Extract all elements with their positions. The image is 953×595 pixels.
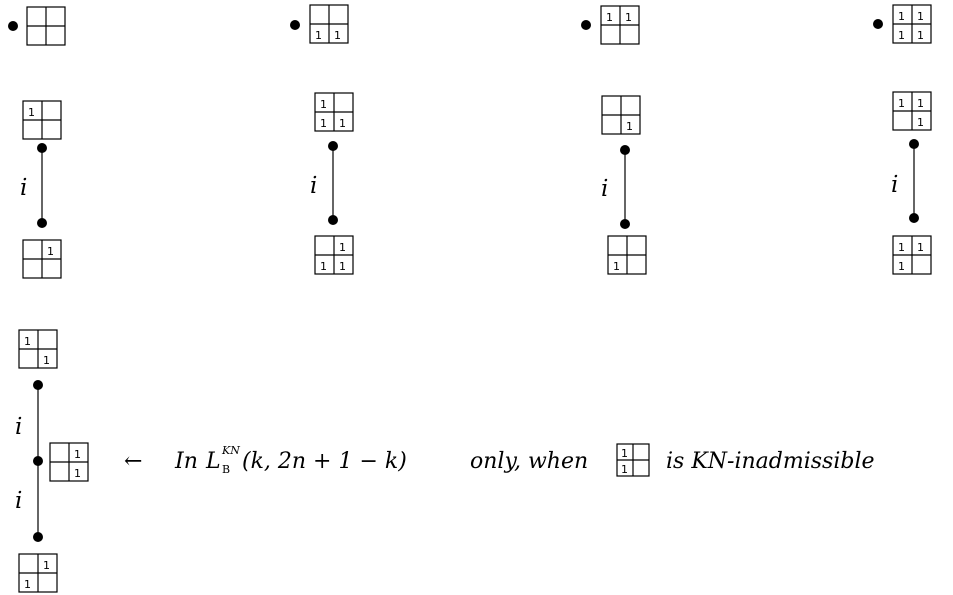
string-4: 1 1 1 i 1 1 1 xyxy=(891,91,932,275)
tableau-inline: 1 1 xyxy=(616,443,650,477)
annotation: ← In L KN B (k, 2n + 1 − k) only, when 1… xyxy=(124,443,875,477)
tableau-bottom-target: 1 xyxy=(607,235,647,275)
edge-label-i: i xyxy=(15,414,22,440)
cell-entry: 1 xyxy=(74,467,81,480)
cell-entry: 1 xyxy=(43,559,50,572)
cell-entry: 1 xyxy=(898,10,905,23)
vertex-dot xyxy=(37,143,47,153)
edge-label-i: i xyxy=(20,175,27,201)
cell-entry: 1 xyxy=(74,448,81,461)
symbol-args: (k, 2n + 1 − k) xyxy=(242,449,407,474)
cell-entry: 1 xyxy=(917,97,924,110)
cell-entry: 1 xyxy=(24,578,31,591)
string-1: 1 i 1 xyxy=(20,100,62,279)
annotation-only-when: only, when xyxy=(470,449,588,474)
tableau-bottom-target: 1 1 1 xyxy=(892,235,932,275)
edge-label-i: i xyxy=(891,172,898,198)
vertex-dot xyxy=(909,139,919,149)
cell-entry: 1 xyxy=(28,106,35,119)
tableau-middle: 1 1 xyxy=(49,442,89,482)
vertex-dot xyxy=(33,380,43,390)
cell-entry: 1 xyxy=(606,11,613,24)
vertex-dot xyxy=(909,213,919,223)
cell-entry: 1 xyxy=(320,260,327,273)
cell-entry: 1 xyxy=(898,260,905,273)
tableau-top-source: 1 xyxy=(601,95,641,135)
tableau-bottom-ones: 1 1 xyxy=(309,4,349,44)
annotation-tail: is KN-inadmissible xyxy=(666,449,875,474)
tableau-top-ones: 1 1 xyxy=(600,5,640,45)
symbol-L: L xyxy=(205,449,221,474)
string-2: 1 1 1 i 1 1 1 xyxy=(310,92,354,275)
cell-entry: 1 xyxy=(315,29,322,42)
cell-entry: 1 xyxy=(917,29,924,42)
edge-label-i: i xyxy=(310,173,317,199)
tableau-bottom-target: 1 1 1 xyxy=(314,235,354,275)
isolated-vertex-4: 1 1 1 1 xyxy=(873,4,932,44)
cell-entry: 1 xyxy=(613,260,620,273)
tableau-empty xyxy=(26,6,66,46)
vertex-dot xyxy=(873,19,883,29)
cell-entry: 1 xyxy=(621,463,628,476)
isolated-vertex-1 xyxy=(8,6,66,46)
vertex-dot xyxy=(37,218,47,228)
tableau-top-source: 1 1 1 xyxy=(314,92,354,132)
cell-entry: 1 xyxy=(621,447,628,460)
symbol-subscript: B xyxy=(222,463,230,476)
cell-entry: 1 xyxy=(43,354,50,367)
isolated-vertex-3: 1 1 xyxy=(581,5,640,45)
cell-entry: 1 xyxy=(339,117,346,130)
cell-entry: 1 xyxy=(334,29,341,42)
cell-entry: 1 xyxy=(898,241,905,254)
cell-entry: 1 xyxy=(898,29,905,42)
string-5: 1 1 i i 1 1 1 1 xyxy=(15,329,89,593)
vertex-dot xyxy=(8,21,18,31)
vertex-dot xyxy=(328,141,338,151)
cell-entry: 1 xyxy=(339,241,346,254)
cell-entry: 1 xyxy=(47,245,54,258)
vertex-dot xyxy=(328,215,338,225)
vertex-dot xyxy=(33,532,43,542)
cell-entry: 1 xyxy=(898,97,905,110)
cell-entry: 1 xyxy=(320,117,327,130)
vertex-dot xyxy=(620,219,630,229)
tableau-top-source: 1 xyxy=(22,100,62,140)
arrow-left: ← xyxy=(124,449,142,474)
tableau-all-ones: 1 1 1 1 xyxy=(892,4,932,44)
tableau-top-source: 1 1 xyxy=(18,329,58,369)
cell-entry: 1 xyxy=(24,335,31,348)
vertex-dot xyxy=(290,20,300,30)
cell-entry: 1 xyxy=(917,116,924,129)
vertex-dot xyxy=(33,456,43,466)
cell-entry: 1 xyxy=(320,98,327,111)
vertex-dot xyxy=(620,145,630,155)
vertex-dot xyxy=(581,20,591,30)
isolated-vertex-2: 1 1 xyxy=(290,4,349,44)
cell-entry: 1 xyxy=(917,10,924,23)
edge-label-i: i xyxy=(601,176,608,202)
edge-label-i: i xyxy=(15,488,22,514)
cell-entry: 1 xyxy=(917,241,924,254)
tableau-bottom-target: 1 xyxy=(22,239,62,279)
cell-entry: 1 xyxy=(625,11,632,24)
cell-entry: 1 xyxy=(339,260,346,273)
tableau-bottom-target: 1 1 xyxy=(18,553,58,593)
tableau-top-source: 1 1 1 xyxy=(892,91,932,131)
cell-entry: 1 xyxy=(626,120,633,133)
annotation-in: In xyxy=(174,449,198,474)
string-3: 1 i 1 xyxy=(601,95,647,275)
symbol-superscript: KN xyxy=(221,444,240,457)
